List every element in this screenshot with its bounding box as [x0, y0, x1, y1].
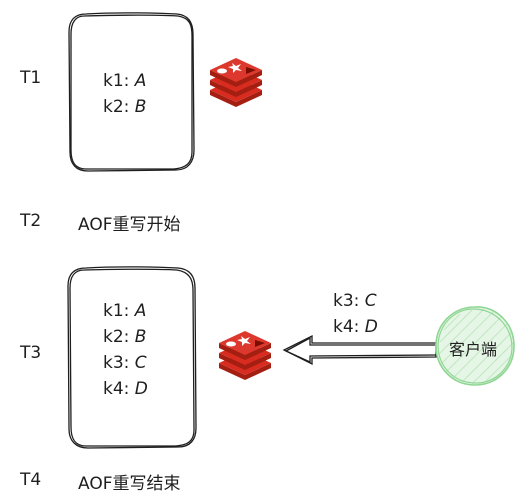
timeline-label-t4: T4: [20, 470, 42, 490]
kv-value: B: [134, 327, 147, 347]
kv-entry: k2: B: [103, 324, 148, 350]
kv-key: k1:: [103, 71, 130, 91]
kv-key: k3:: [333, 291, 360, 311]
kv-value: A: [134, 71, 147, 91]
timeline-label-t1: T1: [20, 68, 42, 88]
memory-box-t3: [67, 266, 197, 449]
kv-key: k2:: [103, 327, 130, 347]
kv-entry: k3: C: [103, 350, 148, 376]
redis-logo-icon: [210, 58, 262, 107]
client-label: 客户端: [449, 340, 498, 359]
memory-box-t3-content: k1: A k2: B k3: C k4: D: [103, 298, 148, 402]
redis-logo-icon: [219, 331, 271, 380]
kv-key: k4:: [333, 317, 360, 337]
timeline-label-t3: T3: [20, 343, 42, 363]
write-arrow: [282, 334, 437, 366]
kv-entry: k3: C: [333, 288, 378, 314]
kv-key: k3:: [103, 353, 130, 373]
kv-key: k2:: [103, 97, 130, 117]
kv-key: k1:: [103, 301, 130, 321]
kv-key: k4:: [103, 379, 130, 399]
kv-value: A: [134, 301, 147, 321]
kv-entry: k4: D: [333, 314, 378, 340]
phase-rewrite-start: AOF重写开始: [78, 215, 181, 235]
kv-value: C: [364, 291, 377, 311]
kv-entry: k1: A: [103, 298, 148, 324]
kv-value: C: [134, 353, 147, 373]
kv-value: D: [364, 317, 378, 337]
client-node: [435, 306, 515, 386]
timeline-label-t2: T2: [20, 211, 42, 231]
kv-value: D: [134, 379, 148, 399]
incoming-writes: k3: C k4: D: [333, 288, 378, 340]
kv-value: B: [134, 97, 147, 117]
phase-rewrite-end: AOF重写结束: [78, 474, 181, 494]
kv-entry: k4: D: [103, 376, 148, 402]
kv-entry: k2: B: [103, 94, 146, 120]
memory-box-t1: [68, 12, 195, 172]
kv-entry: k1: A: [103, 68, 146, 94]
memory-box-t1-content: k1: A k2: B: [103, 68, 146, 120]
